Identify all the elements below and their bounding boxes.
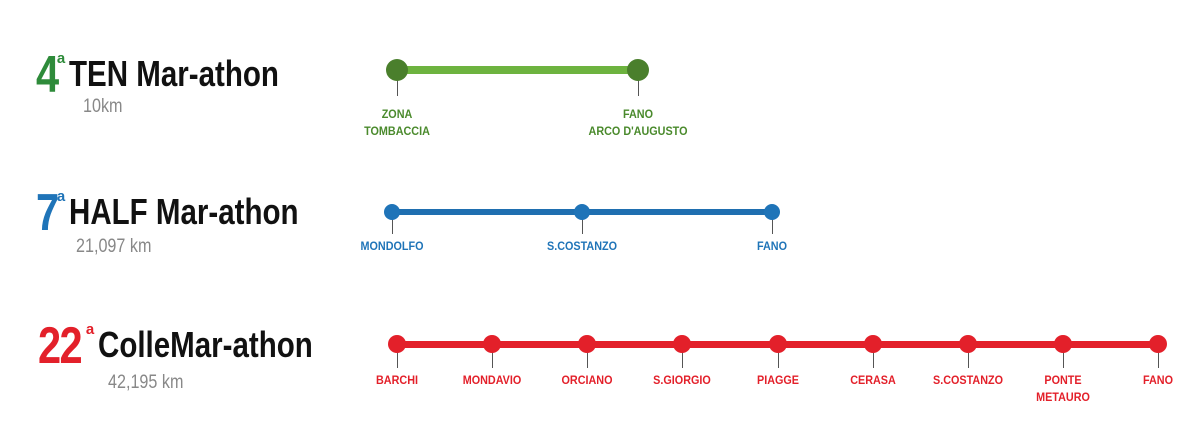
stop-label: CERASA: [849, 373, 896, 387]
race-title-ten: 4 a TEN Mar-athon: [36, 46, 325, 104]
stop-tick: [772, 212, 773, 234]
race-edition: 7: [36, 184, 59, 242]
stop-marker: [764, 204, 780, 220]
stop-tick: [872, 344, 874, 368]
stop-tick: [967, 344, 969, 368]
stop-marker: [673, 335, 692, 353]
stop-label: FANO ARCO D'AUGUSTO: [588, 107, 688, 138]
route-line: [397, 66, 638, 74]
stop-marker: [627, 59, 649, 81]
stop-tick: [587, 344, 589, 368]
stop-marker: [574, 204, 590, 220]
stop-marker: [1053, 335, 1072, 353]
stop-marker: [483, 335, 502, 353]
stop-label: S.COSTANZO: [932, 373, 1003, 387]
stop-tick: [397, 344, 398, 368]
stop-label: BARCHI: [375, 373, 418, 387]
race-distance: 42,195 km: [108, 372, 184, 393]
stop-marker: [958, 335, 977, 353]
stop-marker: [384, 204, 400, 220]
race-distance: 21,097 km: [76, 236, 152, 257]
stop-tick: [582, 212, 583, 234]
race-name: HALF Mar-athon: [69, 191, 299, 232]
stop-tick: [492, 344, 494, 368]
stop-label: S.GIORGIO: [653, 373, 712, 387]
stop-tick: [1158, 344, 1159, 368]
race-edition: 22: [38, 317, 83, 375]
stop-tick: [392, 212, 393, 234]
stop-label: ORCIANO: [561, 373, 613, 387]
stop-marker: [1149, 335, 1167, 353]
stop-label: FANO: [1142, 373, 1174, 387]
stop-tick: [397, 70, 398, 96]
stop-marker: [578, 335, 597, 353]
stop-label: PONTE METAURO: [1035, 373, 1090, 404]
race-distance: 10km: [83, 96, 123, 117]
stop-label: S.COSTANZO: [546, 239, 618, 253]
race-edition-sup: a: [56, 188, 66, 205]
race-name: TEN Mar-athon: [69, 53, 280, 94]
stop-tick: [638, 70, 639, 96]
race-edition-sup: a: [85, 321, 95, 338]
stop-marker: [388, 335, 406, 353]
stop-label: FANO: [756, 239, 788, 253]
race-edition: 4: [36, 46, 59, 104]
race-title-colle: 22 a ColleMar-athon: [38, 317, 360, 375]
stop-marker: [768, 335, 787, 353]
race-name: ColleMar-athon: [98, 324, 314, 365]
stop-label: MONDOLFO: [360, 239, 424, 253]
stop-tick: [682, 344, 684, 368]
stop-tick: [777, 344, 779, 368]
stop-marker: [386, 59, 408, 81]
race-edition-sup: a: [56, 50, 66, 67]
stop-label: ZONA TOMBACCIA: [364, 107, 430, 138]
stop-label: MONDAVIO: [462, 373, 522, 387]
stop-label: PIAGGE: [756, 373, 799, 387]
stop-marker: [863, 335, 882, 353]
stop-tick: [1062, 344, 1064, 368]
race-title-half: 7 a HALF Mar-athon: [36, 184, 349, 242]
